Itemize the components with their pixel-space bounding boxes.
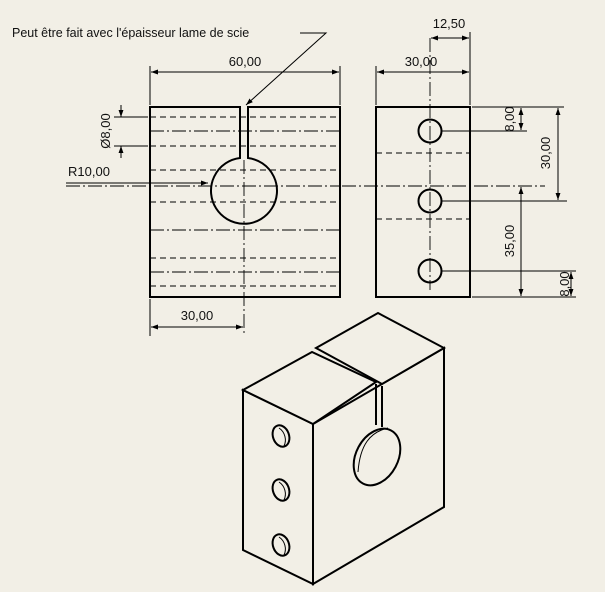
side-view — [342, 38, 576, 298]
dim-side-height-upper-label: 30,00 — [538, 137, 553, 170]
dim-side-width-label: 30,00 — [405, 54, 438, 69]
saw-blade-note-text: Peut être fait avec l'épaisseur lame de … — [12, 26, 249, 40]
side-view-outline — [375, 106, 471, 298]
dim-side-hole-spacing-top: 8,00 — [502, 106, 524, 132]
dim-hole-diameter: Ø8,00 — [98, 105, 148, 158]
dim-front-width-label: 60,00 — [229, 54, 262, 69]
saw-blade-note: Peut être fait avec l'épaisseur lame de … — [12, 26, 328, 106]
dim-side-width: 30,00 — [375, 54, 469, 105]
dim-hole-diameter-label: Ø8,00 — [98, 113, 113, 148]
dim-radius-label: R10,00 — [68, 164, 110, 179]
dim-side-hole-spacing-top-label: 8,00 — [502, 106, 517, 131]
iso-hole-top — [271, 424, 291, 448]
dim-half-width-label: 30,00 — [181, 308, 214, 323]
dim-half-width: 30,00 — [149, 299, 243, 336]
iso-hole-bottom — [271, 533, 291, 557]
dim-side-height-lower-label: 35,00 — [502, 225, 517, 258]
iso-bore — [352, 427, 402, 487]
dim-side-offset-label: 12,50 — [433, 16, 466, 31]
iso-hole-middle — [271, 478, 291, 502]
dim-side-hole-spacing-bottom-label: 8,00 — [557, 271, 572, 296]
side-hole-top — [417, 118, 443, 144]
dim-side-height-lower: 35,00 — [502, 187, 524, 296]
front-view — [66, 106, 341, 335]
front-view-outline — [149, 106, 341, 298]
dim-front-width: 60,00 — [149, 54, 341, 105]
dim-side-offset: 12,50 — [431, 16, 471, 105]
dim-side-height-upper: 30,00 — [538, 108, 561, 200]
dim-side-hole-spacing-bottom: 8,00 — [557, 271, 574, 297]
side-hole-middle — [417, 188, 443, 214]
isometric-view — [240, 311, 447, 586]
